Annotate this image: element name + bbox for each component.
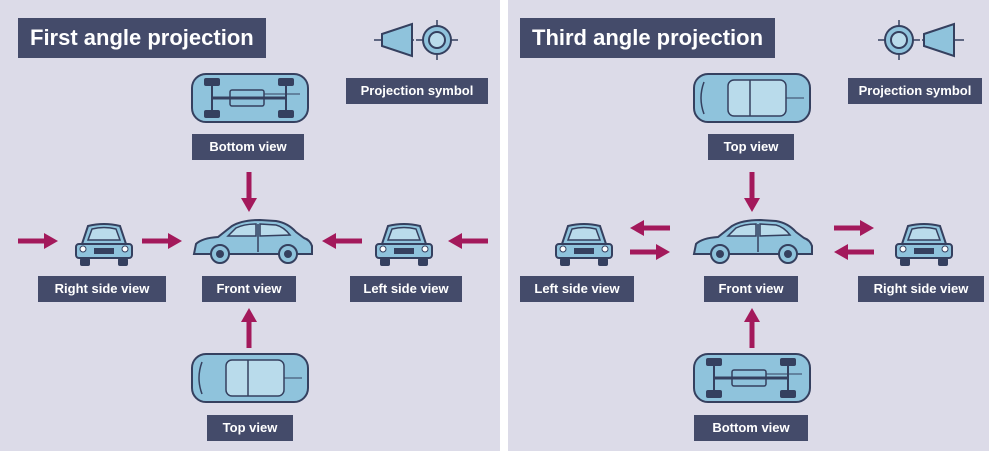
up-arrow-icon <box>241 308 257 348</box>
first-angle-title: First angle projection <box>18 18 266 58</box>
first-angle-panel: First angle projection Projection symbol… <box>0 0 500 451</box>
bottom-view-car-icon <box>190 72 310 124</box>
third-angle-projection-symbol-icon <box>878 20 964 60</box>
third-angle-title: Third angle projection <box>520 18 776 58</box>
first-angle-bottom-label: Top view <box>207 415 293 441</box>
down-arrow-icon <box>241 172 257 212</box>
double-arrow-icon <box>834 220 874 260</box>
up-arrow-icon <box>744 308 760 348</box>
right-arrow-icon <box>142 233 182 249</box>
panel-divider <box>500 0 508 451</box>
front-view-car-icon <box>193 219 313 264</box>
first-angle-right-label: Left side view <box>350 276 462 302</box>
first-angle-left-label: Right side view <box>38 276 166 302</box>
left-side-view-car-icon <box>375 223 433 267</box>
down-arrow-icon <box>744 172 760 212</box>
third-angle-bottom-label: Bottom view <box>694 415 808 441</box>
left-side-view-car-icon <box>555 223 613 267</box>
right-arrow-icon <box>18 233 58 249</box>
third-angle-symbol-label: Projection symbol <box>848 78 982 104</box>
third-angle-left-label: Left side view <box>520 276 634 302</box>
left-arrow-icon <box>322 233 362 249</box>
first-angle-symbol-label: Projection symbol <box>346 78 488 104</box>
front-view-car-icon <box>693 219 813 264</box>
bottom-view-car-icon <box>692 352 812 404</box>
first-angle-center-label: Front view <box>202 276 296 302</box>
third-angle-panel: Third angle projection Projection symbol… <box>508 0 989 451</box>
first-angle-projection-symbol-icon <box>374 20 458 60</box>
top-view-car-icon <box>693 73 811 123</box>
first-angle-top-label: Bottom view <box>192 134 304 160</box>
top-view-car-icon <box>191 353 309 403</box>
right-side-view-car-icon <box>895 223 953 267</box>
right-side-view-car-icon <box>75 223 133 267</box>
third-angle-center-label: Front view <box>704 276 798 302</box>
left-arrow-icon <box>448 233 488 249</box>
third-angle-top-label: Top view <box>708 134 794 160</box>
third-angle-right-label: Right side view <box>858 276 984 302</box>
double-arrow-icon <box>630 220 670 260</box>
